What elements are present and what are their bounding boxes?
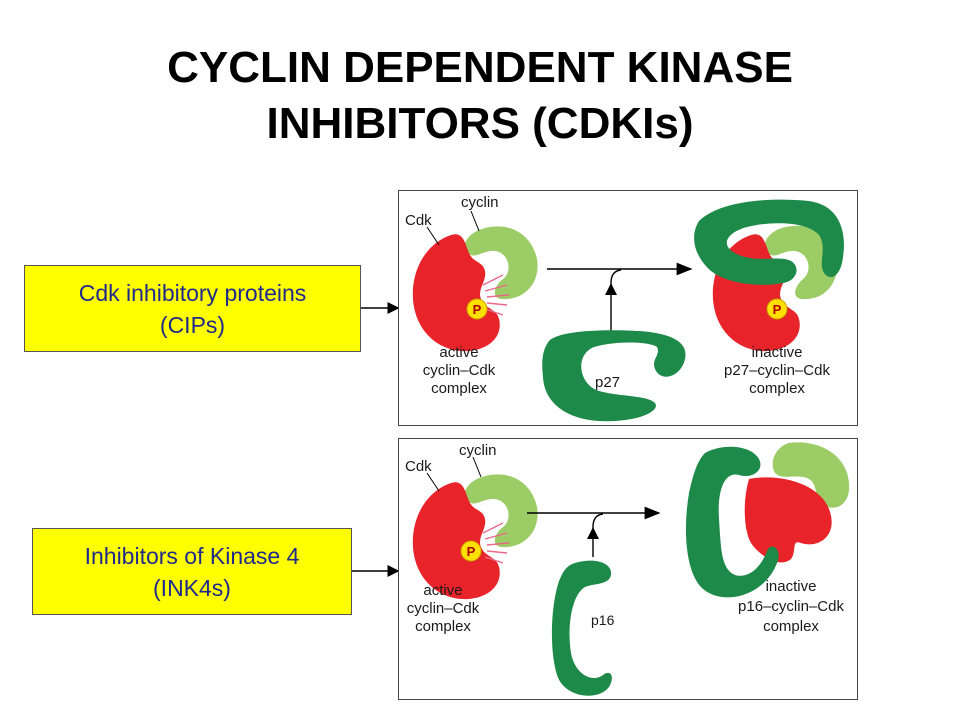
cyclin-label: cyclin xyxy=(461,194,499,211)
ink4-label-line-2: (INK4s) xyxy=(153,574,231,601)
title-line-1: CYCLIN DEPENDENT KINASE xyxy=(167,43,793,92)
cdk-shape xyxy=(744,477,832,563)
p27-inhibitor-shape xyxy=(542,330,686,422)
cips-label-line-1: Cdk inhibitory proteins xyxy=(78,279,307,306)
inactive-label-line-3: complex xyxy=(749,380,805,397)
p27-mechanism-diagram: P Cdk cyclin active cyclin–Cdk complex p… xyxy=(405,194,844,422)
phosphate-label: P xyxy=(467,544,476,559)
cdk-shape xyxy=(412,234,500,352)
cips-label-box: Cdk inhibitory proteins (CIPs) xyxy=(24,265,361,352)
ink4-label-line-1: Inhibitors of Kinase 4 xyxy=(84,542,300,569)
inactive-label-line-1: inactive xyxy=(766,578,817,595)
inactive-label-line-2: p16–cyclin–Cdk xyxy=(738,598,844,615)
phosphate-label: P xyxy=(773,302,782,317)
cdk-label: Cdk xyxy=(405,212,432,229)
inhibitor-binding-arrow xyxy=(610,269,622,331)
p16-label: p16 xyxy=(591,612,615,628)
cips-label-line-2: (CIPs) xyxy=(159,311,226,338)
cyclin-shape xyxy=(464,226,538,300)
cyclin-label: cyclin xyxy=(459,442,497,459)
inactive-label-line-3: complex xyxy=(763,618,819,635)
inhibitor-binding-arrow xyxy=(592,513,604,557)
phosphate-label: P xyxy=(473,302,482,317)
active-label-line-1: active xyxy=(423,582,462,599)
p16-inhibitor-shape xyxy=(685,446,779,598)
cyclin-shape xyxy=(772,442,850,508)
inactive-label-line-2: p27–cyclin–Cdk xyxy=(724,362,830,379)
cdk-label: Cdk xyxy=(405,458,432,475)
active-label-line-1: active xyxy=(439,344,478,361)
cdk-shape xyxy=(412,482,500,600)
p27-inhibitor-shape xyxy=(694,199,844,285)
phosphate-bond-lines xyxy=(482,274,510,316)
active-label-line-3: complex xyxy=(431,380,487,397)
inactive-label-line-1: inactive xyxy=(752,344,803,361)
p27-mechanism-panel: P Cdk cyclin active cyclin–Cdk complex p… xyxy=(398,190,858,426)
phosphate-circle xyxy=(460,540,482,562)
phosphate-bond-lines xyxy=(482,522,510,564)
page-title: CYCLIN DEPENDENT KINASE INHIBITORS (CDKI… xyxy=(0,40,960,152)
ink4-label-box: Inhibitors of Kinase 4 (INK4s) xyxy=(32,528,352,615)
active-label-line-2: cyclin–Cdk xyxy=(423,362,496,379)
phosphate-circle xyxy=(766,298,788,320)
cyclin-shape xyxy=(764,225,838,300)
active-label-line-2: cyclin–Cdk xyxy=(407,600,480,617)
title-line-2: INHIBITORS (CDKIs) xyxy=(266,99,694,148)
p27-label: p27 xyxy=(595,374,620,391)
p16-mechanism-panel: P Cdk cyclin active cyclin–Cdk complex p… xyxy=(398,438,858,700)
active-label-line-3: complex xyxy=(415,618,471,635)
cyclin-shape xyxy=(464,474,538,548)
phosphate-circle xyxy=(466,298,488,320)
p16-mechanism-diagram: P Cdk cyclin active cyclin–Cdk complex p… xyxy=(405,442,850,696)
p16-inhibitor-shape xyxy=(551,560,612,696)
